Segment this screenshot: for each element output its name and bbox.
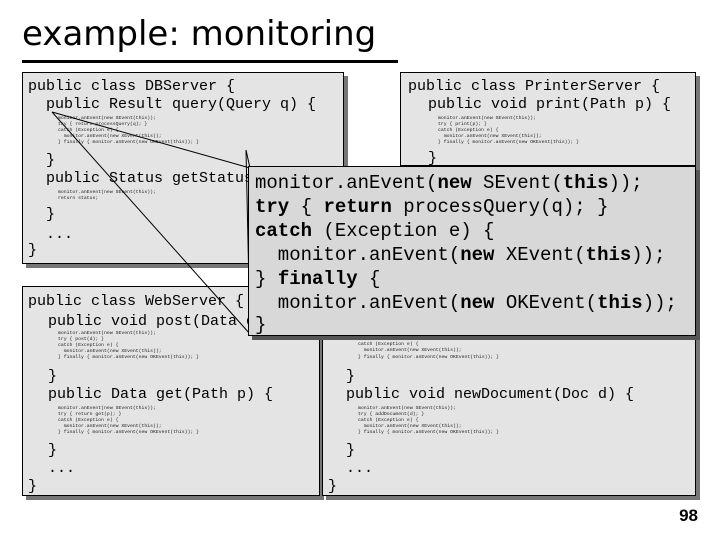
- webserver-get-body-line: monitor.anEvent(new SEvent(this));: [58, 406, 156, 411]
- docserver-newdocument-body-line: } finally { monitor.anEvent(new OKEvent(…: [358, 430, 500, 435]
- callout-line: [51, 111, 251, 169]
- webserver-post-close: }: [48, 368, 58, 385]
- webserver-get-body-line: monitor.anEvent(new XEvent(this));: [58, 424, 162, 429]
- printerserver-print-method: public void print(Path p) {: [428, 96, 672, 113]
- dbserver-query-body-line: monitor.anEvent(new SEvent(this));: [58, 116, 156, 121]
- docserver-newdocument-body-line: monitor.anEvent(new SEvent(this));: [358, 406, 456, 411]
- dbserver-class-close: }: [28, 242, 38, 259]
- popup-line-6: monitor.anEvent(new OKEvent(this));: [255, 292, 677, 314]
- page-number: 98: [679, 506, 698, 525]
- popup-line-5: } finally {: [255, 268, 381, 290]
- dbserver-getstatus-close: }: [46, 206, 56, 223]
- webserver-post-body-line: try { post(d); }: [58, 337, 105, 342]
- popup-line-7: }: [255, 314, 267, 336]
- docserver-newdocument-close: }: [346, 442, 356, 459]
- dbserver-query-body-line: monitor.anEvent(new XEvent(this));: [58, 134, 162, 139]
- printerserver-print-body-line: } finally { monitor.anEvent(new OKEvent(…: [438, 140, 580, 145]
- docserver-newdocument-method: public void newDocument(Doc d) {: [346, 386, 635, 403]
- dbserver-query-method: public Result query(Query q) {: [46, 96, 317, 113]
- dbserver-ellipsis: ...: [46, 226, 74, 243]
- docserver-newdocument-body-line: catch (Exception e) {: [358, 418, 419, 423]
- webserver-class-close: }: [28, 478, 38, 495]
- webserver-post-body-line: } finally { monitor.anEvent(new OKEvent(…: [58, 355, 200, 360]
- dbserver-query-close: }: [46, 152, 56, 169]
- webserver-class-declaration: public class WebServer {: [28, 293, 245, 310]
- printerserver-print-close: }: [428, 150, 438, 167]
- webserver-post-body-line: catch (Exception e) {: [58, 343, 119, 348]
- docserver-body-line: catch (Exception e) {: [358, 342, 419, 347]
- docserver-class-close: }: [328, 478, 338, 495]
- dbserver-getstatus-body-line: return status;: [58, 196, 99, 201]
- docserver-newdocument-body-line: try { addDocument(d); }: [358, 412, 425, 417]
- printerserver-print-body-line: catch (Exception e) {: [438, 128, 499, 133]
- title-underline: [22, 60, 398, 63]
- docserver-ellipsis: ...: [346, 460, 374, 477]
- docserver-body-line: monitor.anEvent(new XEvent(this));: [358, 348, 462, 353]
- webserver-ellipsis: ...: [48, 460, 76, 477]
- docserver-method-close: }: [346, 368, 356, 385]
- docserver-newdocument-body-line: monitor.anEvent(new XEvent(this));: [358, 424, 462, 429]
- webserver-post-body-line: monitor.anEvent(new SEvent(this));: [58, 331, 156, 336]
- dbserver-query-body-line: } finally { monitor.anEvent(new OKEvent(…: [58, 140, 200, 145]
- webserver-get-method: public Data get(Path p) {: [48, 386, 274, 403]
- printerserver-print-body-line: try { print(p); }: [438, 122, 487, 127]
- popup-line-1: monitor.anEvent(new SEvent(this));: [255, 172, 643, 194]
- docserver-body-line: } finally { monitor.anEvent(new OKEvent(…: [358, 355, 500, 360]
- dbserver-getstatus-body-line: monitor.anEvent(new SEvent(this));: [58, 190, 156, 195]
- webserver-get-body-line: try { return get(p); }: [58, 412, 122, 417]
- printerserver-print-body-line: monitor.anEvent(new SEvent(this));: [438, 116, 536, 121]
- zoomed-code-popup: monitor.anEvent(new SEvent(this)); try {…: [248, 166, 696, 336]
- slide-title: example: monitoring: [22, 14, 377, 54]
- dbserver-class-declaration: public class DBServer {: [28, 78, 236, 95]
- callout-line: [51, 111, 251, 335]
- webserver-post-body-line: monitor.anEvent(new XEvent(this));: [58, 349, 162, 354]
- popup-line-2: try { return processQuery(q); }: [255, 196, 609, 218]
- popup-line-3: catch (Exception e) {: [255, 220, 495, 242]
- printerserver-print-body-line: monitor.anEvent(new XEvent(this));: [438, 134, 542, 139]
- webserver-get-body-line: catch (Exception e) {: [58, 418, 119, 423]
- dbserver-query-body-line: try { return processQuery(q); }: [58, 122, 148, 127]
- popup-line-4: monitor.anEvent(new XEvent(this));: [255, 244, 666, 266]
- printerserver-class-declaration: public class PrinterServer {: [408, 78, 661, 95]
- webserver-get-body-line: } finally { monitor.anEvent(new OKEvent(…: [58, 430, 200, 435]
- callout-line: [245, 149, 251, 169]
- webserver-get-close: }: [48, 442, 58, 459]
- printerserver-code-box: [400, 72, 696, 166]
